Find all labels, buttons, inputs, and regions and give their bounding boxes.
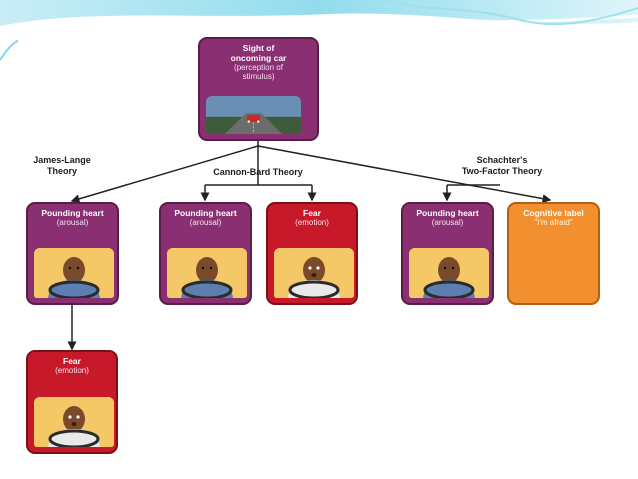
schachter-arousal-box: Pounding heart (arousal) [401, 202, 494, 305]
driver-image [34, 248, 114, 298]
driver-image [167, 248, 247, 298]
stimulus-box: Sight of oncoming car (perception of sti… [198, 37, 319, 141]
frightened-driver-image [34, 397, 114, 447]
schachter-cognitive-label-box: Cognitive label "I'm afraid" [507, 202, 600, 305]
box-subtitle: (arousal) [431, 218, 464, 227]
box-title: Pounding heart [174, 208, 237, 218]
cannon-bard-fear-box: Fear (emotion) [266, 202, 358, 305]
cannon-bard-arousal-box: Pounding heart (arousal) [159, 202, 252, 305]
james-lange-fear-box: Fear (emotion) [26, 350, 118, 454]
box-title: Fear [63, 356, 81, 366]
box-title: Pounding heart [41, 208, 104, 218]
theory-label-schachter: Schachter's Two-Factor Theory [461, 155, 543, 176]
box-subtitle: (arousal) [189, 218, 222, 227]
frightened-driver-image [274, 248, 354, 298]
box-title: Pounding heart [416, 208, 479, 218]
box-title: Cognitive label [523, 208, 584, 218]
box-subtitle: "I'm afraid" [534, 218, 573, 227]
box-subtitle: (arousal) [56, 218, 89, 227]
theory-label-james-lange: James-Lange Theory [33, 155, 91, 176]
box-title: Fear [303, 208, 321, 218]
stimulus-subtitle: (perception of stimulus) [234, 63, 283, 81]
stimulus-title: Sight of oncoming car [230, 43, 287, 63]
driver-image [409, 248, 489, 298]
box-subtitle: (emotion) [55, 366, 89, 375]
theory-label-cannon-bard: Cannon-Bard Theory [213, 167, 303, 177]
box-subtitle: (emotion) [295, 218, 329, 227]
james-lange-arousal-box: Pounding heart (arousal) [26, 202, 119, 305]
road-scene-image [206, 96, 301, 134]
